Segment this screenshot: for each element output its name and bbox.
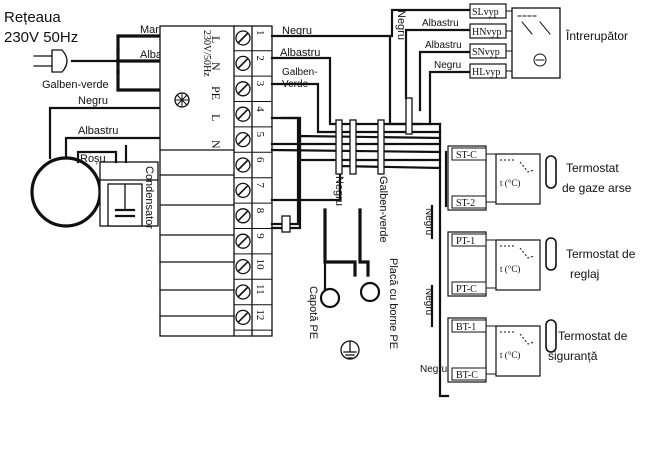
thermostat-terminal-label: BT-1: [456, 322, 476, 333]
terminal-number-2: 2: [254, 55, 266, 61]
terminal-1: 1: [234, 30, 272, 52]
ground-icon: [340, 340, 360, 360]
terminal-number-11: 11: [254, 284, 266, 295]
wire-label-negru-mid: Negru: [333, 176, 345, 206]
supply-voltage: 230V 50Hz: [4, 29, 78, 46]
wire-label-rosu: Roșu: [80, 153, 106, 165]
thermostat-bus: [430, 122, 450, 398]
terminal-number-7: 7: [254, 182, 266, 188]
wire-label-negru-th3: Negru: [420, 364, 447, 375]
block-header-n2: N: [209, 140, 223, 149]
terminal-10: 10: [234, 259, 272, 280]
wire-label-negru-sw2: Negru: [434, 60, 461, 71]
wire-label-albastru-sw2: Albastru: [425, 40, 462, 51]
terminal-number-5: 5: [254, 132, 266, 138]
termostat-gaze-label-2: de gaze arse: [562, 181, 632, 195]
thermostat-temp-label: t (°C): [500, 264, 520, 274]
placa-label: Placă cu borne PE: [387, 258, 399, 349]
wire-label-galben-verde-supply: Galben-verde: [42, 79, 109, 91]
wire-label-negru-top: Negru: [282, 25, 312, 37]
thermostat-terminal-label: PT-C: [456, 284, 477, 295]
thermostat-stack: ST-C ST-2 t (°C) PT-1PT-C t (°C) BT-1BT-C t (°…: [447, 145, 557, 383]
terminal-4: 4: [234, 106, 272, 128]
termostat-sig-label-2: siguranță: [548, 349, 598, 363]
supply-title: Rețeaua: [4, 9, 61, 26]
terminal-5: 5: [234, 132, 272, 153]
wire-label-albastru-motor: Albastru: [78, 125, 118, 137]
switch-terminal-hnvyp: HNvyp: [469, 23, 522, 39]
capota-lug-icon: [319, 260, 341, 309]
terminal-number-4: 4: [254, 106, 266, 112]
block-header-l2: L: [209, 114, 223, 121]
capota-label: Capotă PE: [307, 286, 319, 339]
termostat-gaze-label-1: Termostat: [566, 161, 619, 175]
capacitor-icon: [107, 183, 143, 227]
thermostat-terminal-label: ST-C: [456, 150, 477, 161]
switch-terminal-label: HLvyp: [472, 67, 500, 78]
terminal-6: 6: [234, 157, 272, 179]
condensator-label: Condensator: [143, 166, 155, 229]
fan-symbol-icon: [174, 92, 190, 108]
wire-label-albastru-sw1: Albastru: [422, 18, 459, 29]
terminal-number-9: 9: [254, 233, 266, 239]
switch-terminal-hlvyp: HLvyp: [469, 63, 522, 79]
switch-terminal-label: SNvyp: [472, 47, 500, 58]
terminal-number-1: 1: [254, 30, 266, 36]
thermostat-unit-2: PT-1PT-C t (°C): [447, 231, 557, 297]
thermostat-unit-3: BT-1BT-C t (°C): [447, 317, 557, 383]
terminal-8: 8: [234, 208, 272, 229]
placa-lug-icon: [359, 281, 381, 303]
terminal-2: 2: [234, 55, 272, 77]
thermostat-terminal-label: BT-C: [456, 370, 478, 381]
thermostat-temp-label: t (°C): [500, 178, 520, 188]
mains-plug-icon: [33, 49, 120, 73]
terminal-number-12: 12: [254, 309, 266, 320]
wire-label-galben-term: Galben-: [282, 67, 318, 78]
block-header-l1: L: [209, 36, 223, 43]
terminal-11: 11: [234, 284, 272, 306]
thermostat-sensor-icon: [545, 319, 557, 353]
wire-label-negru-motor: Negru: [78, 95, 108, 107]
termostat-reglaj-label-2: reglaj: [570, 267, 599, 281]
wire-label-maro: Maro: [140, 24, 165, 36]
switch-terminal-snvyp: SNvyp: [469, 43, 522, 59]
wire-label-verde-term: Verde: [282, 79, 309, 90]
thermostat-sensor-icon: [545, 237, 557, 271]
terminal-9: 9: [234, 233, 272, 255]
wire-label-negru-vertical: Negru: [395, 10, 407, 40]
thermostat-terminal-label: ST-2: [456, 198, 475, 209]
thermostat-terminal-label: PT-1: [456, 236, 475, 247]
terminal-number-3: 3: [254, 81, 266, 87]
block-rating: 230V/50Hz: [201, 30, 212, 77]
switch-terminal-label: HNvyp: [472, 27, 501, 38]
thermostat-unit-1: ST-C ST-2 t (°C): [447, 145, 557, 211]
terminal-block: [159, 25, 273, 337]
switch-icon: [511, 7, 561, 79]
switch-terminal-label: SLvyp: [472, 7, 499, 18]
terminal-number-6: 6: [254, 157, 266, 163]
switch-wires: [390, 8, 472, 126]
intrerupator-label: Întrerupător: [565, 28, 628, 43]
terminal-number-10: 10: [254, 259, 266, 271]
thermostat-sensor-icon: [545, 155, 557, 189]
terminal-7: 7: [234, 182, 272, 204]
wire-label-albastru-term: Albastru: [280, 47, 320, 59]
block-header-pe: PE: [209, 86, 223, 100]
wire-label-negru-th1: Negru: [423, 208, 434, 235]
terminal-12: 12: [234, 309, 272, 331]
termostat-reglaj-label-1: Termostat de: [566, 247, 636, 261]
terminal-number-8: 8: [254, 208, 266, 214]
thermostat-temp-label: t (°C): [500, 350, 520, 360]
terminal-3: 3: [234, 81, 272, 102]
cable-sleeves: [281, 97, 413, 233]
block-header-n1: N: [209, 62, 223, 71]
wire-label-galben-verde-vertical: Galben-verde: [377, 176, 389, 243]
wire-label-negru-th2: Negru: [423, 288, 434, 315]
termostat-sig-label-1: Termostat de: [558, 329, 628, 343]
